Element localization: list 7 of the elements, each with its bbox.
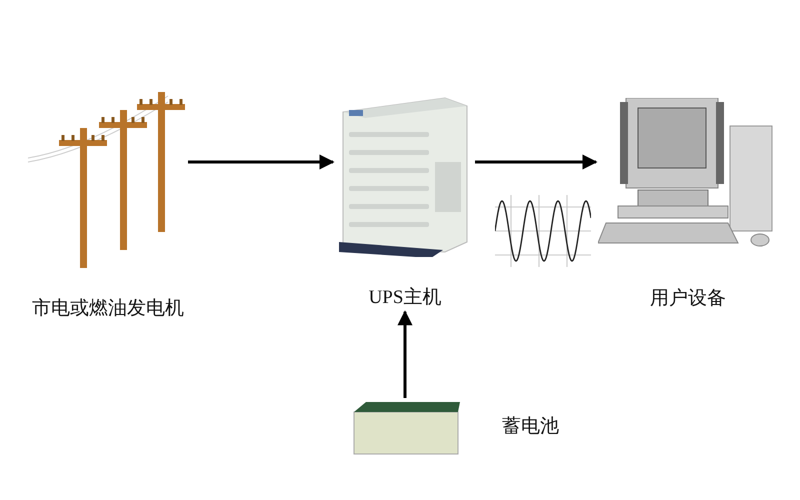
arrow bbox=[398, 310, 412, 398]
node-label: UPS主机 bbox=[368, 287, 442, 310]
node-label: 市电或燃油发电机 bbox=[32, 298, 184, 321]
node-label: 蓄电池 bbox=[502, 416, 559, 438]
arrow bbox=[475, 154, 598, 170]
arrow bbox=[188, 154, 334, 170]
node-label: 用户设备 bbox=[650, 288, 726, 311]
